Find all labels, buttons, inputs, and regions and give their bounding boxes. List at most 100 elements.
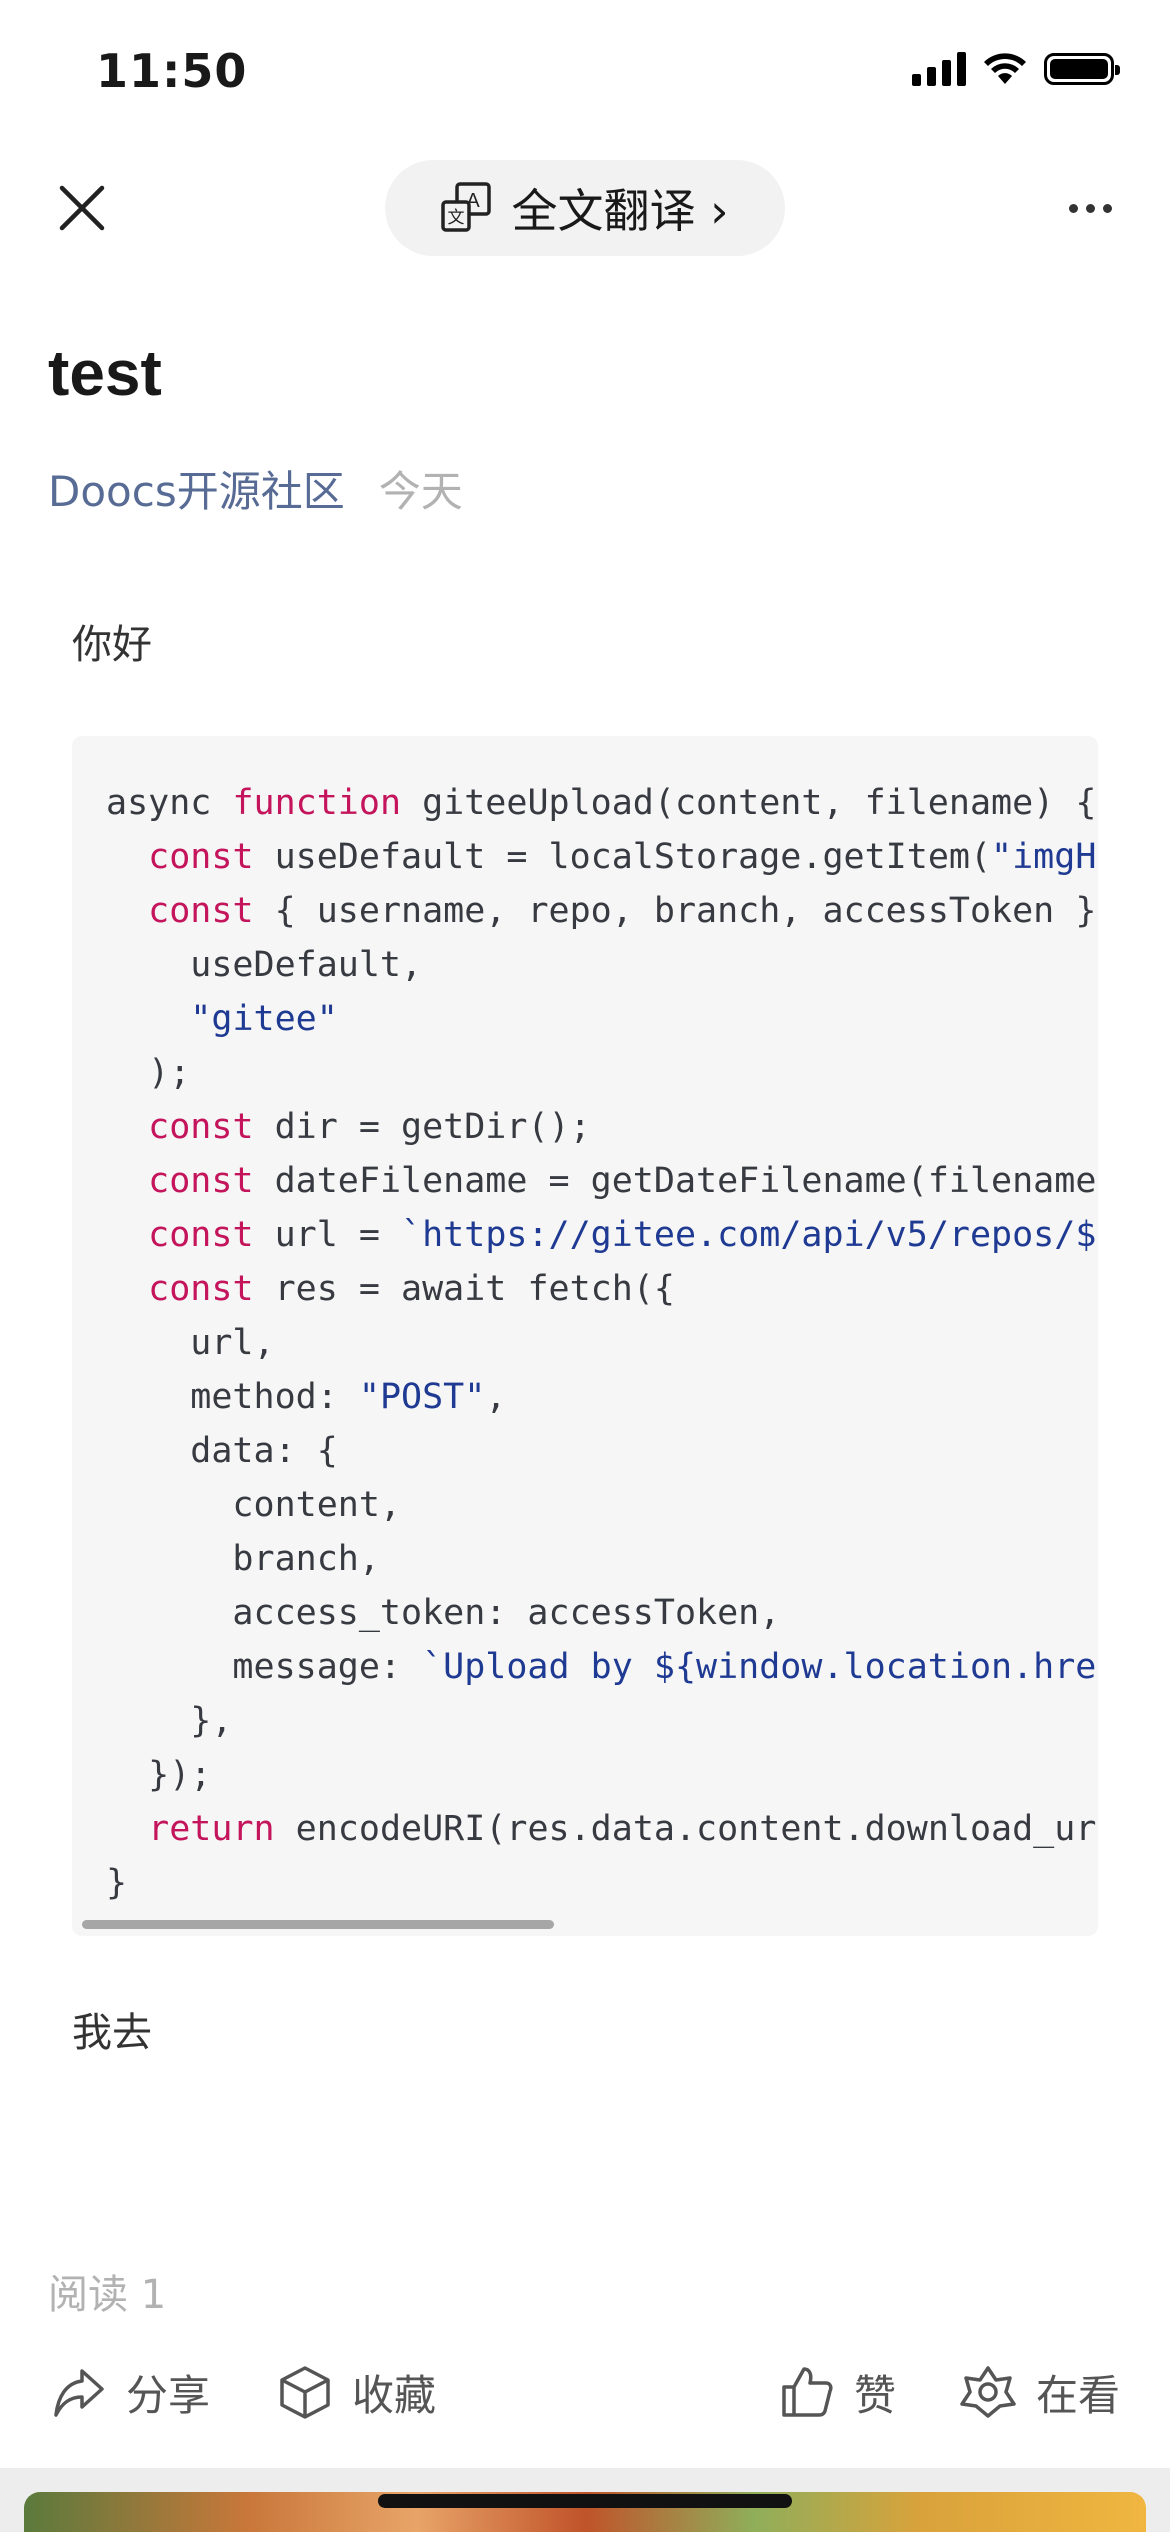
share-label: 分享 (126, 2370, 211, 2420)
favorite-button[interactable]: 收藏 (278, 2340, 436, 2444)
code-token: const (148, 1215, 254, 1255)
code-line: const dateFilename = getDateFilename(fil… (106, 1154, 1096, 1208)
code-token (106, 1215, 148, 1255)
code-token: url = (253, 1215, 402, 1255)
code-token: async (106, 783, 233, 823)
code-line: branch, (106, 1532, 1096, 1586)
paragraph-2: 我去 (72, 2010, 152, 2056)
svg-text:文: 文 (448, 208, 465, 227)
home-indicator[interactable] (378, 2494, 792, 2508)
paragraph-1: 你好 (72, 622, 152, 668)
code-line: url, (106, 1316, 1096, 1370)
code-line: const dir = getDir(); (106, 1100, 1096, 1154)
code-token: url, (106, 1323, 275, 1363)
code-line: }, (106, 1694, 1096, 1748)
translate-full-text-button[interactable]: A 文 全文翻译 › (385, 160, 785, 256)
favorite-label: 收藏 (352, 2370, 437, 2420)
like-button[interactable]: 赞 (780, 2340, 896, 2444)
translate-label: 全文翻译 › (511, 184, 729, 238)
status-time: 11:50 (96, 44, 248, 98)
code-token: useDefault, (106, 945, 423, 985)
code-token: "imgH (991, 837, 1097, 877)
code-line: ); (106, 1046, 1096, 1100)
code-token: method: (106, 1377, 359, 1417)
code-token (106, 837, 148, 877)
top-nav: A 文 全文翻译 › (0, 150, 1170, 266)
code-token: useDefault = localStorage.getItem( (253, 837, 992, 877)
code-token: "POST" (358, 1377, 486, 1417)
code-block[interactable]: async function giteeUpload(content, file… (72, 736, 1098, 1936)
share-button[interactable]: 分享 (52, 2340, 210, 2444)
battery-icon (1044, 53, 1120, 85)
code-token: const (148, 1269, 254, 1309)
cube-icon (280, 2366, 330, 2419)
more-options-button[interactable] (1050, 174, 1130, 242)
code-token: content, (106, 1485, 402, 1525)
code-line: access_token: accessToken, (106, 1586, 1096, 1640)
code-line: useDefault, (106, 938, 1096, 992)
wifi-icon (984, 53, 1026, 84)
code-token: res = await fetch({ (253, 1269, 675, 1309)
code-token: , (485, 1377, 507, 1417)
code-token: const (148, 1161, 254, 1201)
code-token (106, 999, 190, 1039)
code-line: const { username, repo, branch, accessTo… (106, 884, 1096, 938)
code-line: const url = `https://gitee.com/api/v5/re… (106, 1208, 1096, 1262)
code-token: branch, (106, 1539, 380, 1579)
code-token: { username, repo, branch, accessToken } (253, 891, 1097, 931)
code-line: return encodeURI(res.data.content.downlo… (106, 1802, 1096, 1856)
like-label: 赞 (854, 2370, 897, 2420)
close-button[interactable] (48, 174, 116, 242)
code-token: `https://gitee.com/api/v5/repos/$ (401, 1215, 1097, 1255)
more-dot (1068, 203, 1078, 213)
author-link[interactable]: Doocs开源社区 (48, 467, 345, 516)
code-token: } (106, 1863, 128, 1903)
code-token: access_token: accessToken, (106, 1593, 781, 1633)
code-token: return (148, 1809, 275, 1849)
code-content: async function giteeUpload(content, file… (106, 776, 1096, 1910)
cellular-signal-icon (912, 52, 966, 86)
share-icon (54, 2369, 104, 2417)
article-meta: Doocs开源社区 今天 (48, 458, 463, 519)
code-token: "gitee" (190, 999, 338, 1039)
code-token: message: (106, 1647, 423, 1687)
code-line: const res = await fetch({ (106, 1262, 1096, 1316)
code-token: const (148, 1107, 254, 1147)
code-token (106, 1269, 148, 1309)
code-token: const (148, 837, 254, 877)
code-token: function (232, 783, 402, 823)
code-token: }); (106, 1755, 212, 1795)
bottom-action-bar: 分享 收藏 赞 在看 (0, 2340, 1170, 2444)
code-line: const useDefault = localStorage.getItem(… (106, 830, 1096, 884)
publish-date: 今天 (378, 467, 463, 516)
code-token: ); (106, 1053, 191, 1093)
code-token (106, 1107, 148, 1147)
code-line: }); (106, 1748, 1096, 1802)
code-token: giteeUpload(content, filename) { (401, 783, 1097, 823)
code-token: `Upload by ${window.location.hre (422, 1647, 1097, 1687)
code-horizontal-scrollbar[interactable] (82, 1920, 554, 1929)
code-token: }, (106, 1701, 233, 1741)
code-token: data: { (106, 1431, 338, 1471)
thumbs-up-icon (782, 2367, 833, 2417)
more-dot (1085, 203, 1095, 213)
watching-label: 在看 (1036, 2370, 1121, 2420)
read-count: 阅读 1 (48, 2272, 167, 2318)
code-line: content, (106, 1478, 1096, 1532)
code-line: message: `Upload by ${window.location.hr… (106, 1640, 1096, 1694)
code-line: method: "POST", (106, 1370, 1096, 1424)
code-token: encodeURI(res.data.content.download_ur (274, 1809, 1097, 1849)
code-token (106, 1809, 148, 1849)
translate-icon: A 文 (441, 182, 492, 232)
code-line: async function giteeUpload(content, file… (106, 776, 1096, 830)
close-icon (59, 185, 105, 231)
code-line: "gitee" (106, 992, 1096, 1046)
code-token (106, 1161, 148, 1201)
code-token: dir = getDir(); (253, 1107, 591, 1147)
more-dot (1102, 203, 1112, 213)
article-title: test (48, 337, 162, 409)
code-token: dateFilename = getDateFilename(filename (253, 1161, 1097, 1201)
code-line: } (106, 1856, 1096, 1910)
watching-button[interactable]: 在看 (960, 2340, 1120, 2444)
status-icons (912, 52, 1120, 86)
